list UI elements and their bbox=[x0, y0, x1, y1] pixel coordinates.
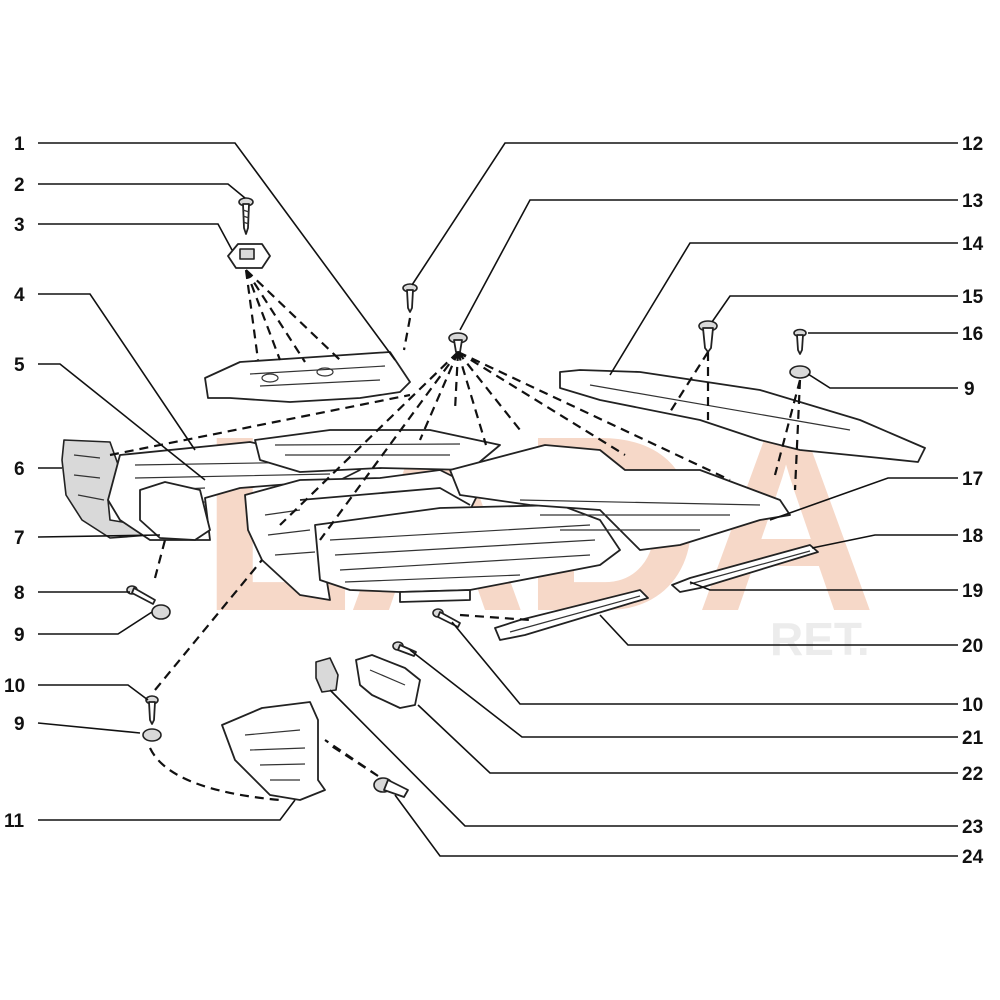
callout-label: 12 bbox=[962, 134, 983, 155]
callout-label: 22 bbox=[962, 764, 983, 785]
clip-23 bbox=[315, 657, 339, 693]
callout-label: 13 bbox=[962, 191, 983, 212]
assembly-dashed-lines bbox=[109, 269, 802, 802]
callout-label: 15 bbox=[962, 287, 984, 308]
right-sill-trim bbox=[671, 544, 819, 593]
washer-9-left-upper bbox=[151, 604, 171, 620]
leader-lines bbox=[37, 142, 958, 857]
callout-label: 4 bbox=[14, 285, 25, 306]
callout-label: 3 bbox=[14, 215, 25, 236]
rear-floor-panel bbox=[559, 369, 926, 463]
clip-13 bbox=[448, 332, 468, 353]
callout-label: 9 bbox=[14, 625, 25, 646]
screw-2 bbox=[238, 197, 254, 235]
parts bbox=[61, 197, 926, 801]
clip-15 bbox=[698, 320, 718, 353]
callout-label: 20 bbox=[962, 636, 983, 657]
callout-label: 8 bbox=[14, 583, 25, 604]
screw-10-left bbox=[145, 695, 159, 725]
screw-21 bbox=[392, 641, 417, 657]
kick-panel-11 bbox=[221, 701, 326, 801]
washer-9-left-lower bbox=[142, 728, 162, 742]
callouts-left: 1 2 3 4 5 6 7 8 9 10 9 11 bbox=[4, 134, 25, 832]
screw-8 bbox=[126, 585, 156, 605]
callout-label: 5 bbox=[14, 355, 25, 376]
callout-label: 11 bbox=[4, 811, 25, 832]
callout-label: 7 bbox=[14, 528, 25, 549]
bracket-22 bbox=[355, 654, 421, 709]
callout-label: 1 bbox=[14, 134, 25, 155]
callout-label: 16 bbox=[962, 324, 983, 345]
callout-label: 9 bbox=[964, 379, 975, 400]
callout-label: 10 bbox=[962, 695, 983, 716]
screw-10-right bbox=[432, 608, 461, 628]
callout-label: 23 bbox=[962, 817, 983, 838]
callout-label: 21 bbox=[962, 728, 984, 749]
callout-label: 10 bbox=[4, 676, 25, 697]
callout-label: 19 bbox=[962, 581, 983, 602]
callout-label: 24 bbox=[962, 847, 984, 868]
watermark-suffix: RET. bbox=[770, 613, 870, 665]
callout-label: 18 bbox=[962, 526, 983, 547]
callout-label: 6 bbox=[14, 459, 25, 480]
tunnel-cover-panel bbox=[204, 351, 411, 403]
screw-16 bbox=[793, 328, 807, 355]
callout-label: 14 bbox=[962, 234, 984, 255]
screw-24 bbox=[373, 777, 409, 798]
washer-9-right bbox=[789, 365, 811, 379]
callout-label: 17 bbox=[962, 469, 983, 490]
screw-12 bbox=[402, 283, 418, 313]
rear-center-mat bbox=[314, 504, 621, 603]
clip-3 bbox=[227, 243, 271, 269]
callout-label: 2 bbox=[14, 175, 25, 196]
callout-label: 9 bbox=[14, 714, 25, 735]
callouts-right: 12 13 14 15 16 9 17 18 19 20 10 21 22 23… bbox=[962, 134, 984, 868]
